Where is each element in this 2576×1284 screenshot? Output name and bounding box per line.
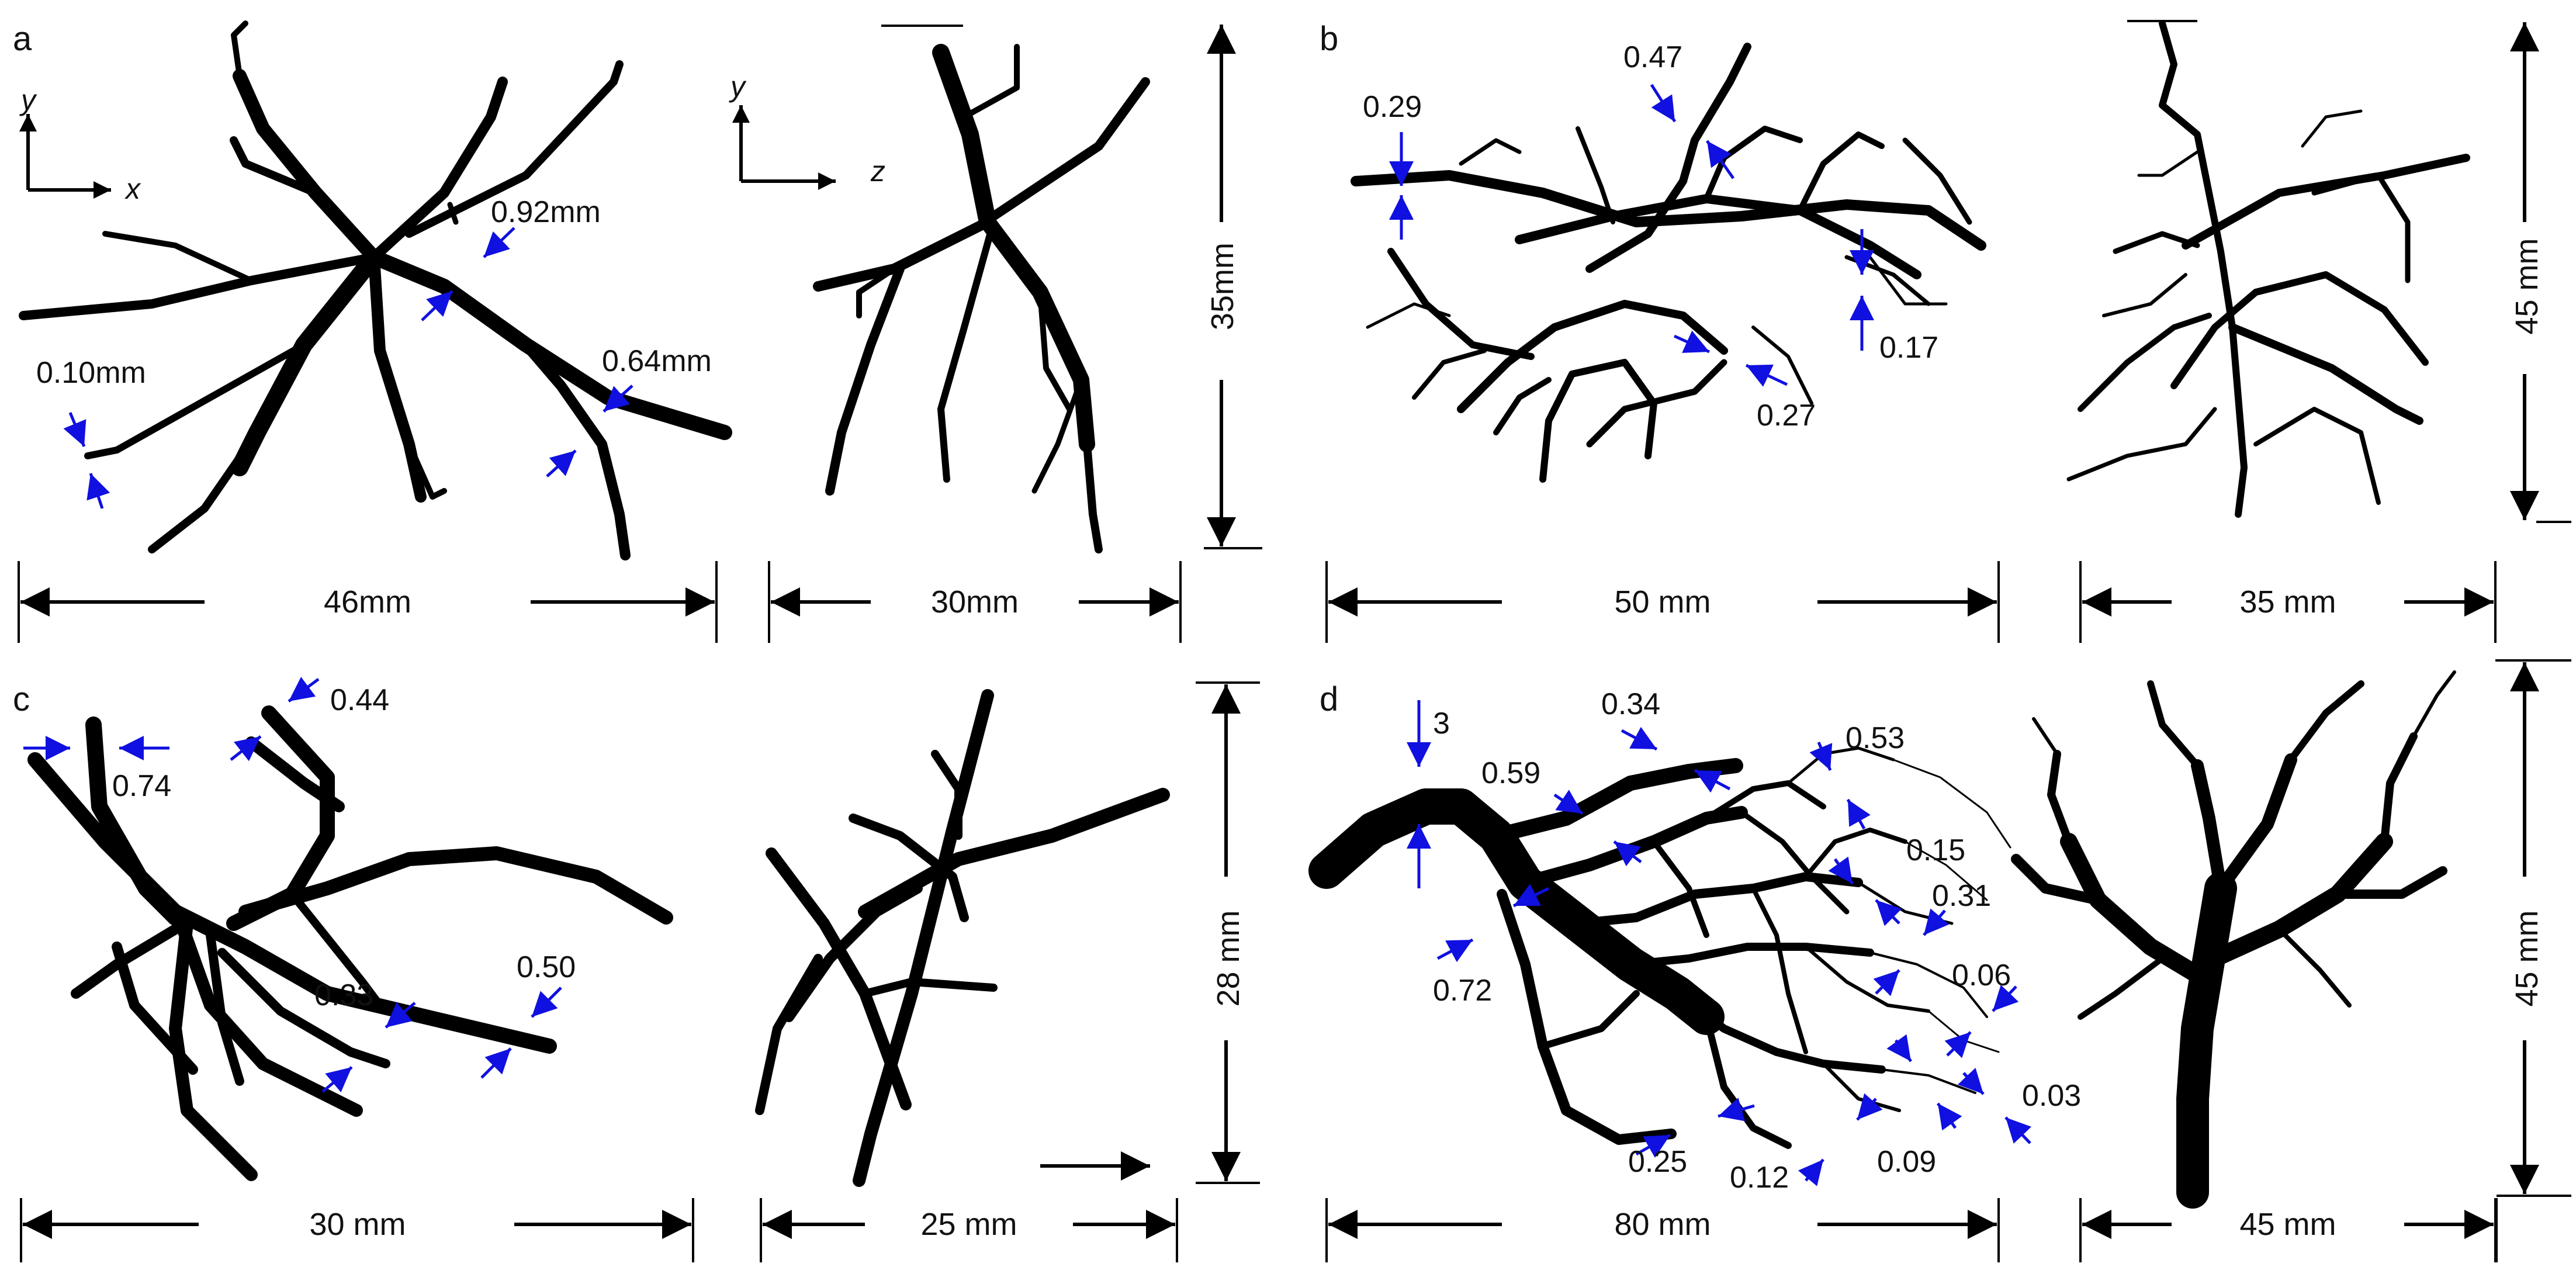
diameter-label: 0.53 xyxy=(1846,721,1905,755)
width-label-b-side: 35 mm xyxy=(2239,584,2336,619)
width-label-a-front: 46mm xyxy=(324,584,411,619)
diameter-label: 0.29 xyxy=(1363,90,1422,124)
vessel-tree-c-side xyxy=(755,689,1170,1187)
diameter-label: 0.47 xyxy=(1623,40,1682,74)
vessel-tree-d-front xyxy=(1308,746,2011,1149)
axes-zy-icon: y z xyxy=(729,70,885,190)
diameter-label: 0.50 xyxy=(517,950,576,984)
panel-d: d xyxy=(1308,659,2571,1262)
dimensions-b: 50 mm 35 mm 45 mm xyxy=(1325,22,2571,643)
axis-label-x-a1: x xyxy=(124,172,141,205)
diameter-label: 0.12 xyxy=(1730,1161,1789,1195)
diameter-label: 0.44 xyxy=(330,683,389,717)
diameter-label: 0.33 xyxy=(314,978,373,1012)
diameter-label: 3 xyxy=(1433,707,1450,740)
diameter-label: 0.03 xyxy=(2022,1079,2081,1113)
diameter-label: 0.72 xyxy=(1433,974,1492,1008)
height-label-b: 45 mm xyxy=(2509,238,2544,334)
diameter-label: 0.06 xyxy=(1952,958,2011,992)
width-label-d-front: 80 mm xyxy=(1614,1207,1711,1242)
height-label-a: 35mm xyxy=(1205,243,1240,330)
width-label-c-side: 25 mm xyxy=(920,1207,1017,1242)
dimensions-c: 30 mm 25 mm 28 mm xyxy=(20,681,1260,1262)
axis-label-z-a2: z xyxy=(870,155,885,188)
panel-label-b: b xyxy=(1320,20,1338,58)
dimensions-a: 46mm 30mm 35mm xyxy=(18,25,1262,643)
dimensions-d: 80 mm 45 mm 45 mm xyxy=(1325,659,2571,1262)
diameter-label: 0.64mm xyxy=(602,344,712,378)
width-label-d-side: 45 mm xyxy=(2239,1207,2336,1242)
panel-label-c: c xyxy=(13,680,30,718)
width-label-b-front: 50 mm xyxy=(1614,584,1711,619)
diameter-markers-c: 0.44 0.74 0.33 0.50 xyxy=(23,677,576,1093)
vessel-tree-a-front xyxy=(19,20,732,560)
axes-xy-icon: y x xyxy=(19,84,141,205)
diameter-markers-d: 3 0.34 0.53 0.59 0.15 0.31 0.72 0.06 xyxy=(1407,687,2081,1195)
panel-label-a: a xyxy=(13,20,32,58)
panel-label-d: d xyxy=(1320,680,1338,718)
height-label-c: 28 mm xyxy=(1211,910,1246,1006)
panel-a: a y x xyxy=(13,20,1262,643)
vessel-tree-b-front xyxy=(1351,43,1986,483)
width-label-c-front: 30 mm xyxy=(309,1207,406,1242)
diameter-label: 0.15 xyxy=(1906,833,1965,867)
vessel-tree-a-side xyxy=(813,25,1150,553)
diameter-label: 0.25 xyxy=(1628,1145,1687,1179)
diameter-label: 0.17 xyxy=(1879,331,1938,365)
axis-label-y-a2: y xyxy=(729,70,747,103)
diameter-markers-a: 0.92mm 0.64mm 0.10mm xyxy=(36,195,712,509)
diameter-label: 0.59 xyxy=(1481,756,1540,790)
diameter-label: 0.09 xyxy=(1877,1145,1936,1179)
diameter-label: 0.92mm xyxy=(491,195,601,229)
diameter-label: 0.74 xyxy=(112,769,171,803)
width-label-a-side: 30mm xyxy=(931,584,1019,619)
diameter-markers-b: 0.47 0.29 0.17 0.27 xyxy=(1363,40,1938,432)
height-label-d: 45 mm xyxy=(2509,910,2544,1006)
vessel-tree-d-side xyxy=(2011,670,2456,1209)
vessel-tree-b-side xyxy=(2066,20,2470,518)
diameter-label: 0.34 xyxy=(1601,687,1660,721)
panel-c: c 0.44 0.74 0.33 xyxy=(13,677,1260,1262)
diameter-label: 0.10mm xyxy=(36,356,146,390)
diameter-label: 0.31 xyxy=(1932,879,1991,913)
panel-b: b 0.47 0.29 xyxy=(1320,20,2571,643)
diameter-label: 0.27 xyxy=(1757,399,1816,432)
vessel-tree-c-front xyxy=(27,705,673,1181)
axis-label-y-a1: y xyxy=(19,84,37,116)
